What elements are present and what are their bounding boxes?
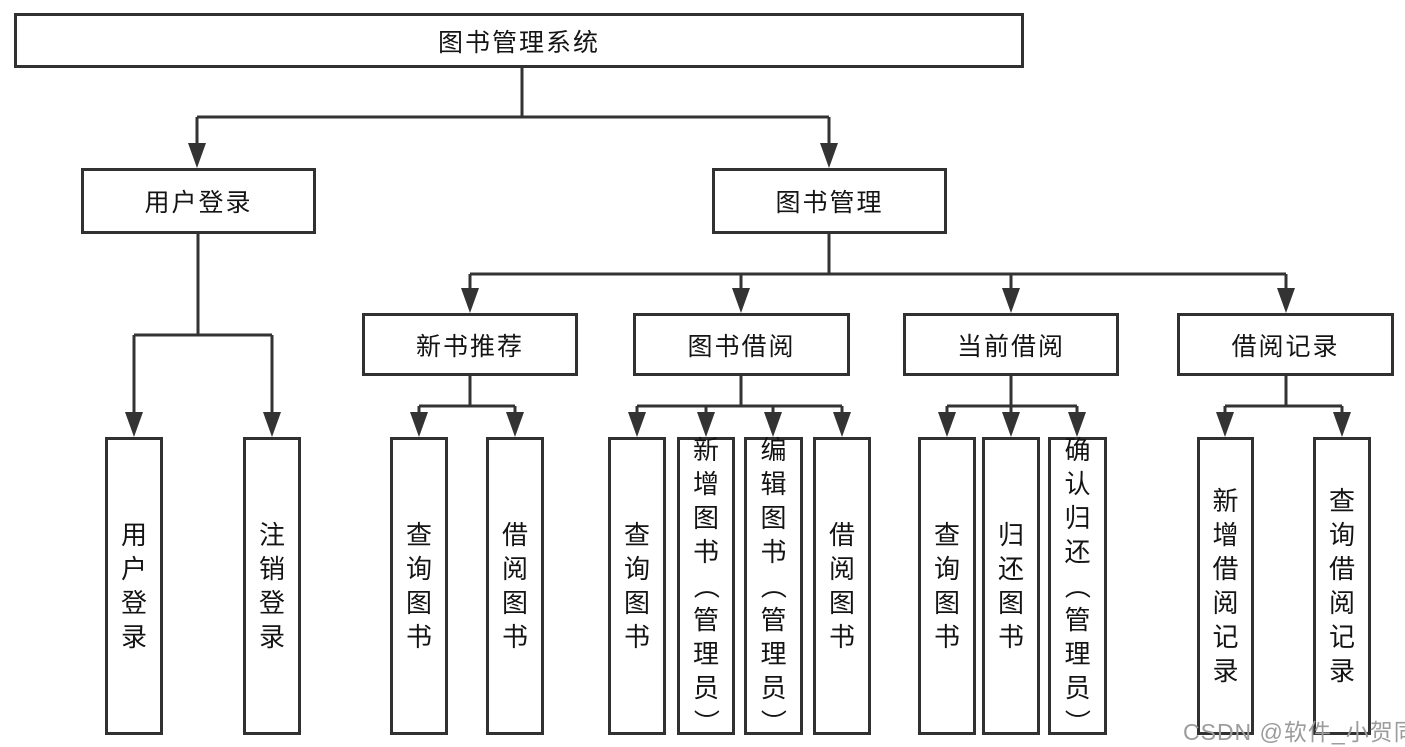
node-current-borrow: 当前借阅 [903,313,1119,376]
node-new-book-recommend-label: 新书推荐 [415,332,524,361]
watermark: CSDN @软件_小贺同学 [1183,719,1405,745]
leaf-query-borrow-record: 查询借阅记录 [1313,437,1371,735]
leaf-query-borrow-record-label: 查询借阅记录 [1328,486,1355,686]
node-root-label: 图书管理系统 [437,28,600,57]
leaf-add-books-admin-label: 新增图书（管理员） [690,435,721,736]
leaf-borrow-books-1: 借阅图书 [486,437,544,735]
leaf-user-login: 用户登录 [105,437,163,735]
node-book-management: 图书管理 [712,168,947,234]
leaf-borrow-books-1-label: 借阅图书 [501,520,528,652]
leaf-query-books-2-label: 查询图书 [623,520,650,652]
leaf-user-login-label: 用户登录 [120,520,147,652]
node-user-login: 用户登录 [81,168,316,234]
node-book-management-label: 图书管理 [775,189,884,217]
leaf-confirm-return-admin: 确认归还（管理员） [1048,435,1107,735]
leaf-add-books-admin: 新增图书（管理员） [677,435,735,735]
node-user-login-label: 用户登录 [144,189,253,217]
node-new-book-recommend: 新书推荐 [362,313,578,376]
leaf-logout-label: 注销登录 [258,520,285,652]
leaf-logout: 注销登录 [243,437,301,735]
leaf-query-books-2: 查询图书 [608,437,666,735]
node-borrow-records: 借阅记录 [1177,313,1394,376]
leaf-add-borrow-record: 新增借阅记录 [1197,437,1254,735]
leaf-borrow-books-2: 借阅图书 [813,437,871,735]
leaf-edit-books-admin-label: 编辑图书（管理员） [758,435,789,736]
leaf-return-books: 归还图书 [982,437,1040,735]
node-borrow-records-label: 借阅记录 [1231,332,1340,361]
leaf-add-borrow-record-label: 新增借阅记录 [1212,486,1239,686]
node-book-borrow-label: 图书借阅 [687,332,796,361]
node-book-borrow: 图书借阅 [633,313,850,376]
node-current-borrow-label: 当前借阅 [956,332,1065,361]
leaf-edit-books-admin: 编辑图书（管理员） [744,435,803,735]
leaf-return-books-label: 归还图书 [997,520,1024,652]
leaf-confirm-return-admin-label: 确认归还（管理员） [1062,435,1093,736]
node-root: 图书管理系统 [14,13,1024,68]
leaf-query-books-3: 查询图书 [918,437,976,735]
leaf-borrow-books-2-label: 借阅图书 [828,520,855,652]
leaf-query-books-1-label: 查询图书 [405,520,432,652]
leaf-query-books-3-label: 查询图书 [933,520,960,652]
leaf-query-books-1: 查询图书 [390,437,448,735]
